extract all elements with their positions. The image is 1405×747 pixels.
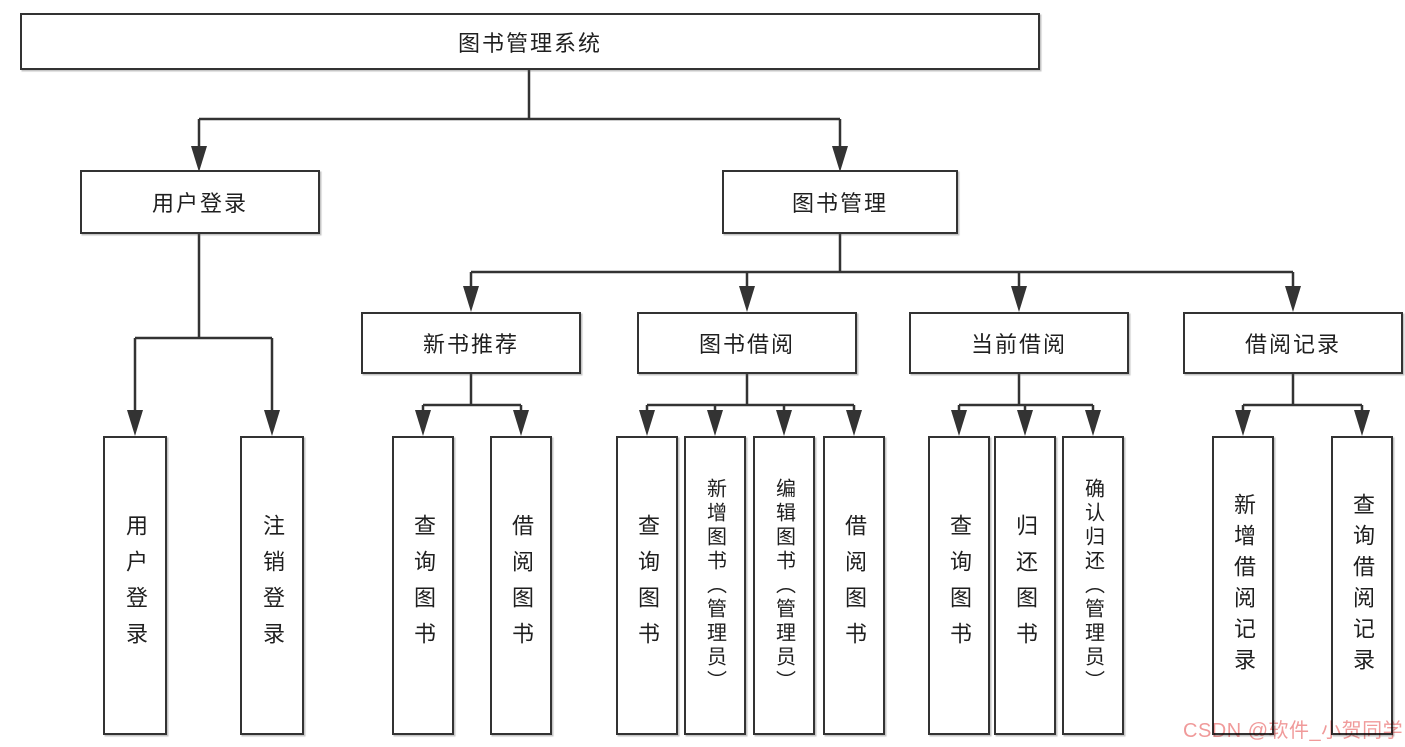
arrowhead <box>1085 410 1101 436</box>
node-current-borrow: 当前借阅 <box>909 312 1129 374</box>
arrowhead <box>127 410 143 436</box>
leaf-logout: 注销登录 <box>240 436 304 735</box>
leaf-confirm-return-admin: 确认归还（管理员） <box>1062 436 1124 735</box>
arrowhead <box>739 286 755 312</box>
arrowhead <box>1235 410 1251 436</box>
leaf-query-borrow-record: 查询借阅记录 <box>1331 436 1393 735</box>
tree-edges <box>133 70 1364 414</box>
node-new-book-recommend: 新书推荐 <box>361 312 581 374</box>
arrowhead <box>639 410 655 436</box>
node-user-login: 用户登录 <box>80 170 320 234</box>
leaf-borrow-books-1: 借阅图书 <box>490 436 552 735</box>
arrowhead <box>1017 410 1033 436</box>
leaf-add-book-admin: 新增图书（管理员） <box>684 436 746 735</box>
arrowhead <box>1285 286 1301 312</box>
leaf-query-books-2: 查询图书 <box>616 436 678 735</box>
leaf-edit-book-admin: 编辑图书（管理员） <box>753 436 815 735</box>
arrowhead <box>951 410 967 436</box>
csdn-watermark: CSDN @软件_小贺同学 <box>1183 720 1404 742</box>
arrowhead <box>707 410 723 436</box>
leaf-query-books-1: 查询图书 <box>392 436 454 735</box>
arrowhead <box>1011 286 1027 312</box>
leaf-query-books-3: 查询图书 <box>928 436 990 735</box>
node-borrow-records: 借阅记录 <box>1183 312 1403 374</box>
arrowhead <box>463 286 479 312</box>
arrowhead <box>264 410 280 436</box>
arrowhead <box>415 410 431 436</box>
arrowhead <box>832 146 848 172</box>
leaf-add-borrow-record: 新增借阅记录 <box>1212 436 1274 735</box>
arrowhead <box>513 410 529 436</box>
leaf-return-book: 归还图书 <box>994 436 1056 735</box>
leaf-borrow-books-2: 借阅图书 <box>823 436 885 735</box>
arrowhead <box>776 410 792 436</box>
node-book-management: 图书管理 <box>722 170 958 234</box>
node-root-system: 图书管理系统 <box>20 13 1040 70</box>
arrowhead <box>191 146 207 172</box>
arrowhead <box>846 410 862 436</box>
node-book-borrow: 图书借阅 <box>637 312 857 374</box>
leaf-user-login: 用户登录 <box>103 436 167 735</box>
arrowhead <box>1354 410 1370 436</box>
